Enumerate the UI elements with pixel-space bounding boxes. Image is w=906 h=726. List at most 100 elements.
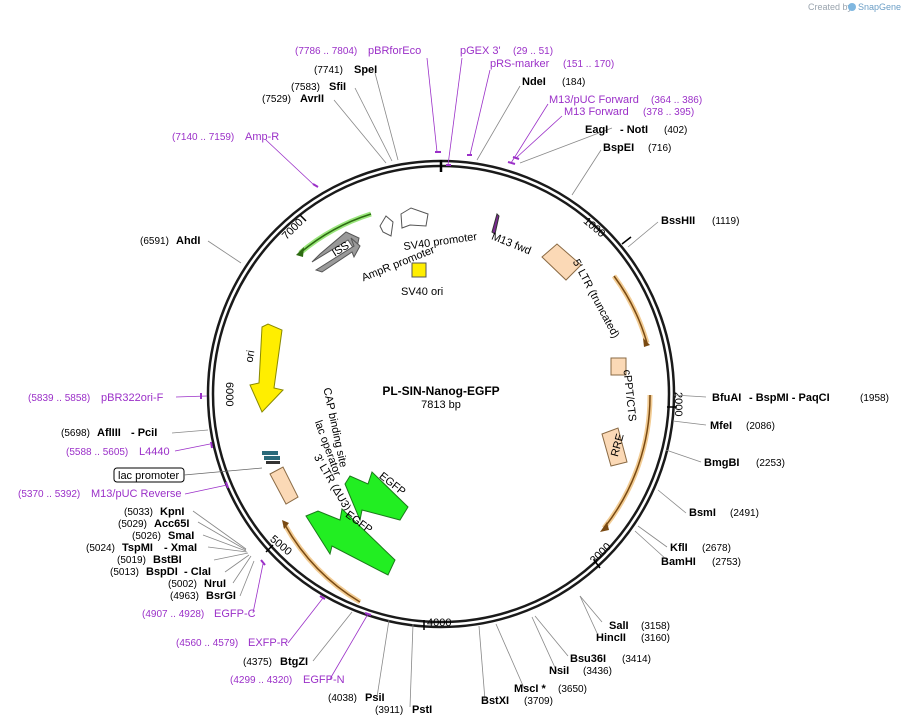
five-ltr-label: 5' LTR (truncated) [570,257,622,340]
enzyme-smai[interactable]: (5026) SmaI [132,530,194,542]
leader-line [673,394,707,398]
ori-arrow [249,323,284,413]
enzyme-avrii[interactable]: (7529) AvrII [262,93,324,105]
enzyme-mfei[interactable]: MfeI (2086) [710,420,775,432]
enzyme-spei[interactable]: (7741) SpeI [314,64,377,76]
lac-bar [262,451,278,455]
enzyme-msci[interactable]: MscI * (3650) [514,683,587,695]
enzyme-position: (6591) [140,236,169,247]
enzyme-position: (5013) [110,567,139,578]
primer-m13puc-reverse[interactable]: (5370 .. 5392) M13/pUC Reverse [18,488,181,500]
leader-line [287,597,324,644]
primer-mark [210,441,213,449]
iss-arrow-body [314,237,361,273]
enzyme-bsmi[interactable]: BsmI (2491) [689,507,759,519]
ltr3-arc-arrowhead [282,520,289,529]
primer-egfp-n[interactable]: (4299 .. 4320) EGFP-N [230,674,345,686]
enzyme-ndei[interactable]: NdeI (184) [522,76,585,88]
enzyme-position: (3436) [583,666,612,677]
leader-line [333,99,387,164]
enzyme-name: BtgZI [280,656,308,668]
primer-m13puc-forward[interactable]: M13/pUC Forward (364 .. 386) [549,94,702,106]
leader-line [495,623,525,689]
enzyme-psti[interactable]: (3911) PstI [375,704,432,716]
sv40-promoter-label: SV40 promoter [403,231,478,253]
enzyme-sfii[interactable]: (7583) SfiI [291,81,346,93]
leader-line [202,534,247,552]
enzyme-nrui[interactable]: (5002) NruI [168,578,226,590]
enzyme-bspdi[interactable]: (5013) BspDI - ClaI [110,566,211,578]
enzyme-position: (7529) [262,94,291,105]
leader-line [252,563,264,614]
enzyme-bsu36i[interactable]: Bsu36I (3414) [570,653,651,665]
enzyme-sali[interactable]: SalI (3158) [609,620,670,632]
plasmid-title: PL-SIN-Nanog-EGFP 7813 bp [382,384,499,411]
leader-line [579,595,598,634]
enzyme-position: (2678) [702,543,731,554]
enzyme-kpni[interactable]: (5033) KpnI [124,506,184,518]
enzyme-position: (2753) [712,557,741,568]
enzyme-name: TspMI [122,542,153,554]
primer-prs-marker[interactable]: pRS-marker (151 .. 170) [490,58,614,70]
enzyme-name-alt: - ClaI [184,566,211,578]
primer-position: (29 .. 51) [513,46,553,57]
enzyme-ahdi[interactable]: (6591) AhdI [140,235,200,247]
enzyme-bamhi[interactable]: BamHI (2753) [661,556,741,568]
lac-promoter-label: lac promoter [118,470,179,482]
primer-name: M13/pUC Forward [549,94,639,106]
enzyme-position: (2086) [746,421,775,432]
ltr3-arc [284,524,361,603]
enzyme-btgzi[interactable]: (4375) BtgZI [243,656,308,668]
ruler-label-1000: 1000 [581,215,607,240]
enzyme-name: BssHII [661,215,695,227]
enzyme-name: MscI * [514,683,547,695]
enzyme-name: NsiI [549,665,569,677]
leader-line [376,619,390,698]
leader-line [329,613,369,680]
enzyme-eagi[interactable]: EagI - NotI (402) [585,124,687,136]
enzyme-hincii[interactable]: HincII (3160) [596,632,670,644]
enzyme-name: NdeI [522,76,546,88]
primer-pbr322ori-f[interactable]: (5839 .. 5858) pBR322ori-F [28,392,164,404]
enzyme-bstbi[interactable]: (5019) BstBI [117,554,182,566]
enzyme-kfli[interactable]: KflI (2678) [670,542,731,554]
primer-m13-forward[interactable]: M13 Forward (378 .. 395) [564,106,694,118]
primer-position: (4299 .. 4320) [230,675,292,686]
enzyme-name: BsmI [689,507,716,519]
enzyme-bsrgi[interactable]: (4963) BsrGI [170,590,236,602]
enzyme-psii[interactable]: (4038) PsiI [328,692,385,704]
primer-position: (7140 .. 7159) [172,132,234,143]
primer-pgex3[interactable]: pGEX 3' (29 .. 51) [460,45,553,57]
enzyme-afliii[interactable]: (5698) AflIII - PciI [61,427,157,439]
leader-line [519,127,613,164]
enzyme-name: PsiI [365,692,385,704]
enzyme-name: MfeI [710,420,732,432]
sv40-ori-label: SV40 ori [401,286,443,298]
enzyme-tspmi[interactable]: (5024) TspMI - XmaI [86,542,197,554]
enzyme-position: (716) [648,143,671,154]
enzyme-nsii[interactable]: NsiI (3436) [549,665,612,677]
enzyme-bfuai[interactable]: BfuAI - BspMI - PaqCI (1958) [712,392,889,404]
egfp-upper-arrow [344,471,409,522]
enzyme-name: Bsu36I [570,653,606,665]
lac-bar [264,456,280,460]
enzyme-name: Acc65I [154,518,189,530]
leader-line [657,489,687,514]
primer-position: (151 .. 170) [563,59,614,70]
leader-line [510,103,549,164]
enzyme-bspei[interactable]: BspEI (716) [603,142,671,154]
primer-exfp-r[interactable]: (4560 .. 4579) EXFP-R [176,637,288,649]
primer-pbrforeco[interactable]: (7786 .. 7804) pBRforEco [295,45,421,57]
plasmid-name: PL-SIN-Nanog-EGFP [382,384,499,398]
enzyme-name: SpeI [354,64,377,76]
enzyme-bmgbi[interactable]: BmgBI (2253) [704,457,785,469]
primer-amp-r[interactable]: (7140 .. 7159) Amp-R [172,131,279,143]
enzyme-bstxi[interactable]: BstXI (3709) [481,695,553,707]
leader-line [665,449,702,463]
enzyme-acc65i[interactable]: (5029) Acc65I [118,518,189,530]
primer-position: (5839 .. 5858) [28,393,90,404]
primer-l4440[interactable]: (5588 .. 5605) L4440 [66,446,170,458]
enzyme-bsshii[interactable]: BssHII (1119) [661,215,739,227]
primer-egfp-c[interactable]: (4907 .. 4928) EGFP-C [142,608,256,620]
enzyme-name: BspEI [603,142,634,154]
